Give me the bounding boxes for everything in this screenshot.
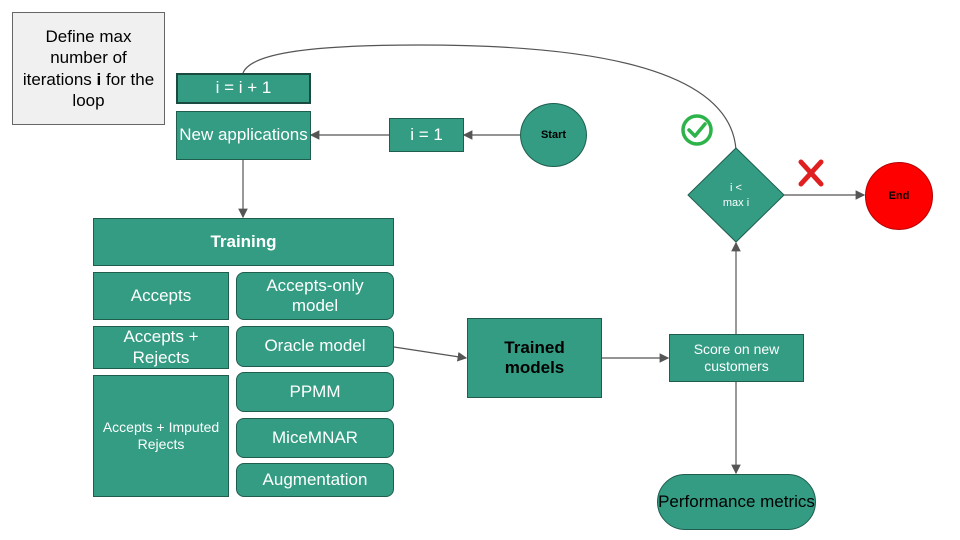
- models-to-trained-arrow: [393, 346, 468, 362]
- performance-metrics-node: Performance metrics: [657, 474, 816, 530]
- iterations-note: Define max number of iterations i for th…: [12, 12, 165, 125]
- accepts-node: Accepts: [93, 272, 229, 320]
- augmentation-node: Augmentation: [236, 463, 394, 497]
- end-node: End: [865, 162, 933, 230]
- cross-icon: [798, 159, 824, 187]
- loop-back-connector: [242, 44, 737, 151]
- micemnar-node: MiceMNAR: [236, 418, 394, 458]
- training-node: Training: [93, 218, 394, 266]
- note-text-end: for the loop: [72, 69, 155, 110]
- accepts-only-model-node: Accepts-only model: [236, 272, 394, 320]
- new-applications-node: New applications: [176, 111, 311, 160]
- condition-line-1: i <: [730, 182, 742, 194]
- condition-diamond: [687, 147, 785, 243]
- note-text-start: Define max number of iterations: [22, 27, 132, 89]
- ppmm-node: PPMM: [236, 372, 394, 412]
- oracle-model-node: Oracle model: [236, 326, 394, 367]
- condition-line-2: max i: [722, 196, 750, 209]
- score-node: Score on new customers: [669, 334, 804, 382]
- start-node: Start: [520, 103, 587, 167]
- trained-models-node: Trained models: [467, 318, 602, 398]
- increment-node: i = i + 1: [176, 73, 311, 104]
- accepts-rejects-node: Accepts + Rejects: [93, 326, 229, 369]
- condition-label: i < max i: [706, 181, 766, 211]
- check-icon: [681, 114, 713, 146]
- init-node: i = 1: [389, 118, 464, 152]
- note-variable: i: [96, 69, 102, 89]
- accepts-imputed-node: Accepts + Imputed Rejects: [93, 375, 229, 497]
